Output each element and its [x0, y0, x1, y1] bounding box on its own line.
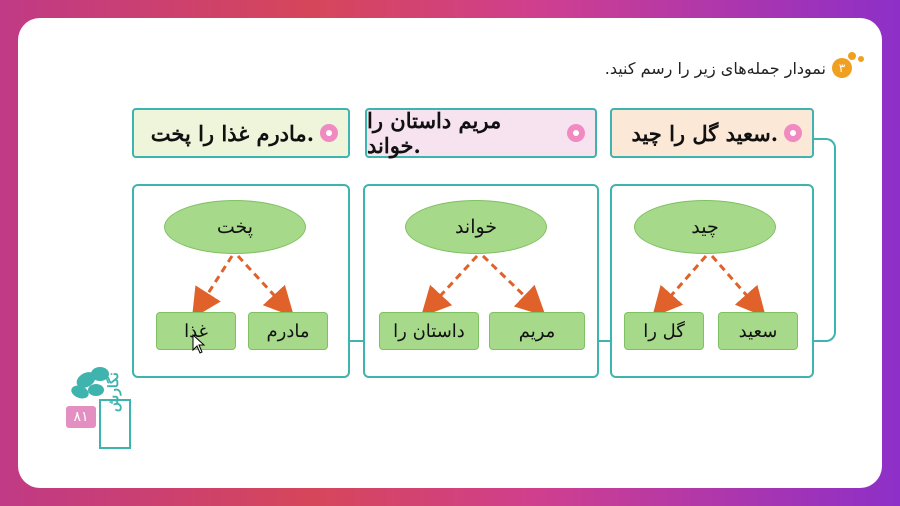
diagram-link-2 — [349, 340, 365, 342]
sentence-text: مریم داستان را خواند. — [367, 108, 502, 158]
sentence-text: سعید گل را چید. — [631, 120, 778, 146]
diagram-arrows — [420, 254, 546, 318]
verb-node: پخت — [164, 200, 306, 254]
sentence-text: مادرم غذا را پخت. — [150, 120, 314, 146]
verb-node: خواند — [405, 200, 547, 254]
sentence-diagram-2: خواند داستان را مریم — [363, 184, 599, 378]
subject-node: مادرم — [248, 312, 328, 350]
leaf-logo-icon — [71, 367, 131, 449]
page-number-badge: ۸۱ — [66, 406, 96, 428]
exercise-number-badge: ۳ — [832, 52, 864, 78]
sentence-diagram-3: پخت غذا مادرم — [132, 184, 350, 378]
flower-icon — [784, 124, 802, 142]
instruction-text: نمودار جمله‌های زیر را رسم کنید. — [604, 58, 826, 78]
sentence-diagram-connector — [812, 138, 836, 342]
sentence-diagram-1: چید گل را سعید — [610, 184, 814, 378]
mouse-cursor-icon — [192, 334, 206, 354]
sentence-box-3: مادرم غذا را پخت. — [132, 108, 350, 158]
book-logo: ۸۱ نگارش — [66, 362, 136, 452]
object-node: داستان را — [379, 312, 479, 350]
verb-node: چید — [634, 200, 776, 254]
exercise-instruction: ۳ نمودار جمله‌های زیر را رسم کنید. — [604, 52, 864, 78]
logo-text: نگارش — [106, 372, 122, 412]
flower-icon — [567, 124, 585, 142]
object-node: غذا — [156, 312, 236, 350]
diagram-arrows — [191, 254, 295, 319]
sentence-box-2: مریم داستان را خواند. — [365, 108, 597, 158]
sentence-box-1: سعید گل را چید. — [610, 108, 814, 158]
subject-node: سعید — [718, 312, 798, 350]
diagram-link-1 — [598, 340, 612, 342]
object-node: گل را — [624, 312, 704, 350]
subject-node: مریم — [489, 312, 585, 350]
flower-icon — [320, 124, 338, 142]
